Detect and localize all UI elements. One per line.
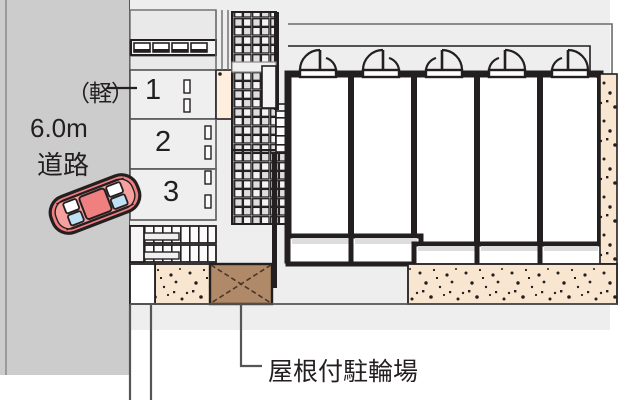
bicycle-parking-label: 屋根付駐輪場 [268,358,419,386]
parking-stall-group [129,9,233,221]
unit-2-floor [355,78,411,256]
boundary-wall-vertical-lower [272,152,277,288]
road-word-label: 道路 [37,150,90,180]
gravel-patch-west [154,263,211,305]
gravel-strip-south [407,263,618,305]
kei-stall-side-strip [215,69,233,120]
parking-stall-1-number: 1 [145,74,162,106]
gravel-strip-east [599,73,618,265]
covered-bicycle-parking[interactable] [208,262,274,306]
unit-5-floor [544,78,597,256]
building-block [284,23,613,269]
unit-3-floor [418,78,474,256]
unit-interiors [292,78,597,256]
unit-party-walls [348,74,543,260]
callout-leader-lines [128,304,262,400]
tiled-walkway [231,11,303,225]
kei-car-label: （軽） [67,80,134,106]
unit-entry-notches [285,233,605,269]
parking-stall-1[interactable] [129,69,217,120]
boundary-wall-vertical [274,12,279,110]
parking-stall-2[interactable] [129,118,217,170]
unit-1-floor [292,78,348,256]
parking-stall-3-number: 3 [163,176,180,208]
unit-doors [298,48,590,79]
meter-box [261,65,277,109]
wheel-stops [183,79,212,209]
parking-stall-2-number: 2 [155,126,172,158]
parked-car [48,173,142,235]
stairs-lower-left [129,225,217,263]
road-width-label: 6.0m [30,113,88,143]
entry-pad [129,263,156,305]
unit-4-floor [481,78,537,256]
mailbox-bank [130,39,217,56]
gravel-areas [154,73,618,305]
